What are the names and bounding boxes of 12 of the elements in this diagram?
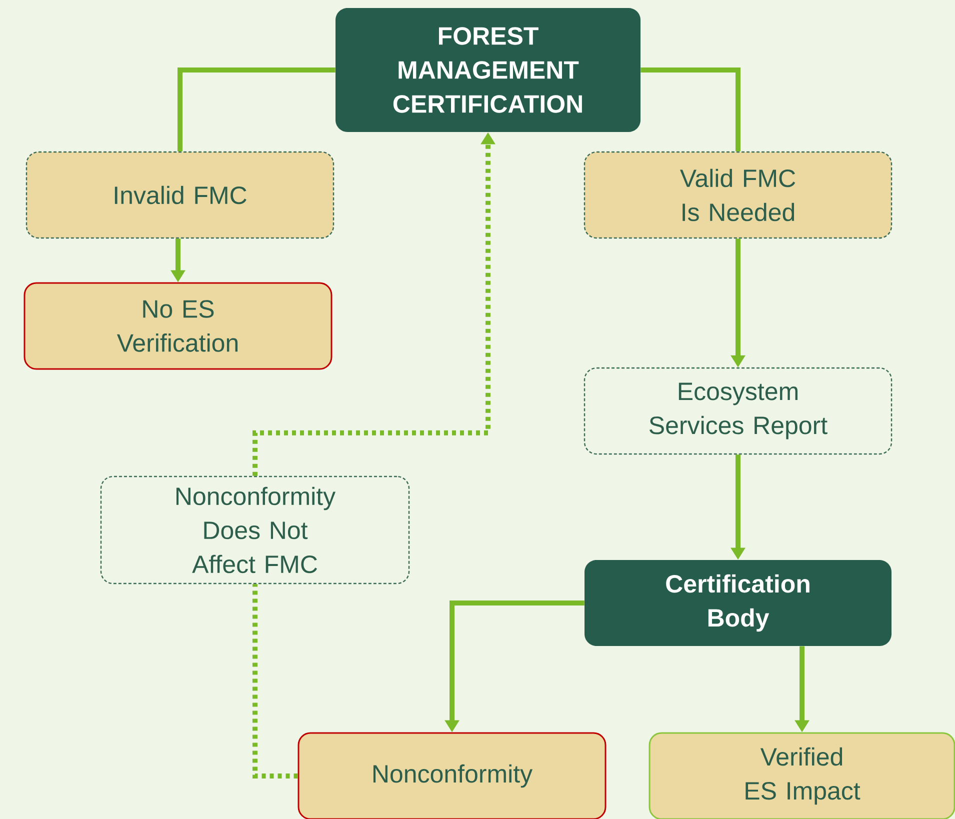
outcome-box: Nonconformity	[298, 732, 606, 819]
process-box: Ecosystem Services Report	[584, 367, 892, 455]
process-box: Invalid FMC	[26, 151, 334, 239]
title-box: FOREST MANAGEMENT CERTIFICATION	[336, 8, 640, 132]
connector-line	[640, 68, 740, 152]
connector-line	[178, 68, 336, 152]
connector-line	[252, 584, 298, 778]
outcome-box: No ES Verification	[24, 282, 332, 370]
process-box: Valid FMC Is Needed	[584, 151, 892, 239]
outcome-box: Verified ES Impact	[648, 732, 955, 819]
process-box: Nonconformity Does Not Affect FMC	[100, 476, 410, 584]
title-box: Certification Body	[584, 560, 892, 646]
